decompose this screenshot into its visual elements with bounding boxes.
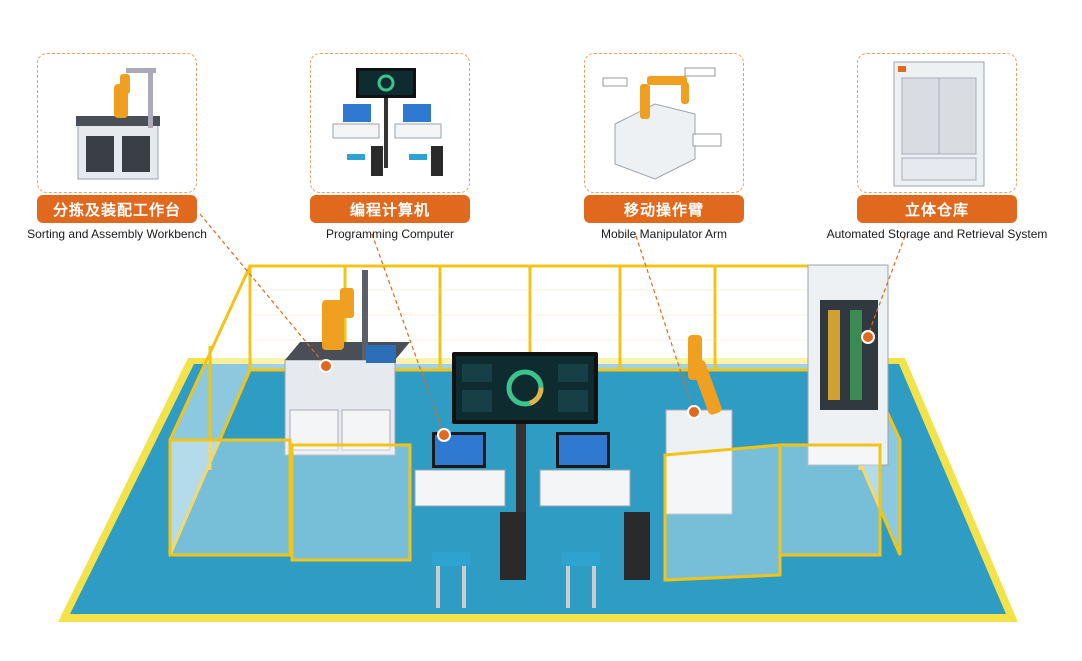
front-fence — [168, 438, 882, 582]
card-programming-computer — [310, 53, 470, 193]
caption-mobile-manipulator: Mobile Manipulator Arm — [600, 227, 728, 241]
caption-storage-system: Automated Storage and Retrieval System — [826, 227, 1048, 241]
storage-system — [807, 264, 889, 466]
programming-desks — [414, 432, 650, 608]
workbench — [284, 270, 410, 456]
caption-sorting-workbench: Sorting and Assembly Workbench — [27, 227, 207, 241]
card-mobile-manipulator — [584, 53, 744, 193]
card-storage-system — [857, 53, 1017, 193]
mobile-manipulator — [665, 335, 733, 515]
label-mobile-manipulator: 移动操作臂 — [584, 195, 744, 223]
label-storage-system: 立体仓库 — [857, 195, 1017, 223]
label-programming-computer: 编程计算机 — [310, 195, 470, 223]
caption-programming-computer: Programming Computer — [325, 227, 455, 241]
marker-dots — [319, 330, 875, 442]
dashboard-display — [452, 352, 598, 540]
leader-lines — [199, 213, 906, 436]
card-sorting-workbench — [37, 53, 197, 193]
label-sorting-workbench: 分拣及装配工作台 — [37, 195, 197, 223]
